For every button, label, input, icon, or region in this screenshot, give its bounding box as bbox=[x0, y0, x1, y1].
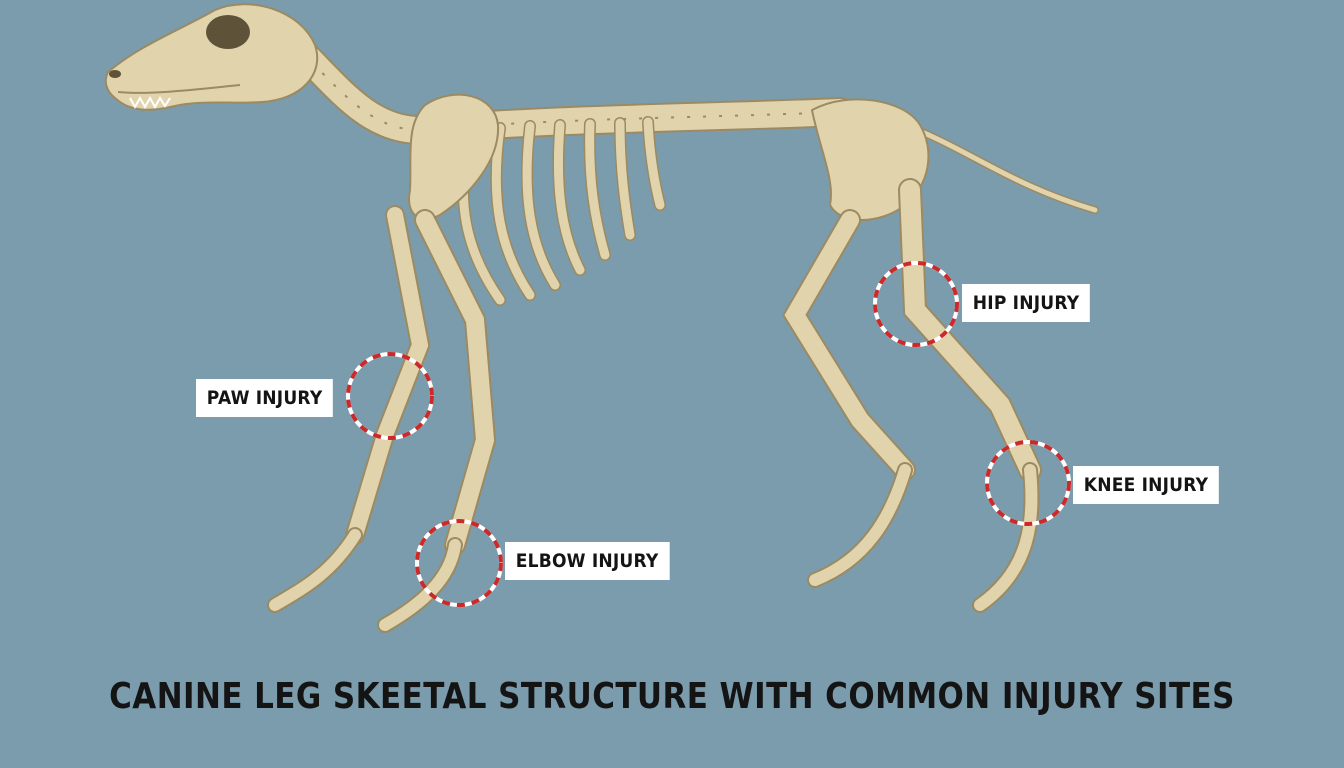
skull bbox=[106, 4, 317, 110]
hip-injury-label: HIP INJURY bbox=[962, 284, 1090, 322]
tail bbox=[905, 125, 1095, 210]
hind-leg-right bbox=[910, 190, 1032, 605]
diagram-caption: CANINE LEG SKEETAL STRUCTURE WITH COMMON… bbox=[94, 676, 1250, 717]
paw-injury-label: PAW INJURY bbox=[196, 379, 333, 417]
scapula bbox=[409, 95, 498, 219]
elbow-injury-label: ELBOW INJURY bbox=[505, 542, 669, 580]
spine bbox=[300, 50, 840, 130]
knee-injury-label: KNEE INJURY bbox=[1073, 466, 1219, 504]
